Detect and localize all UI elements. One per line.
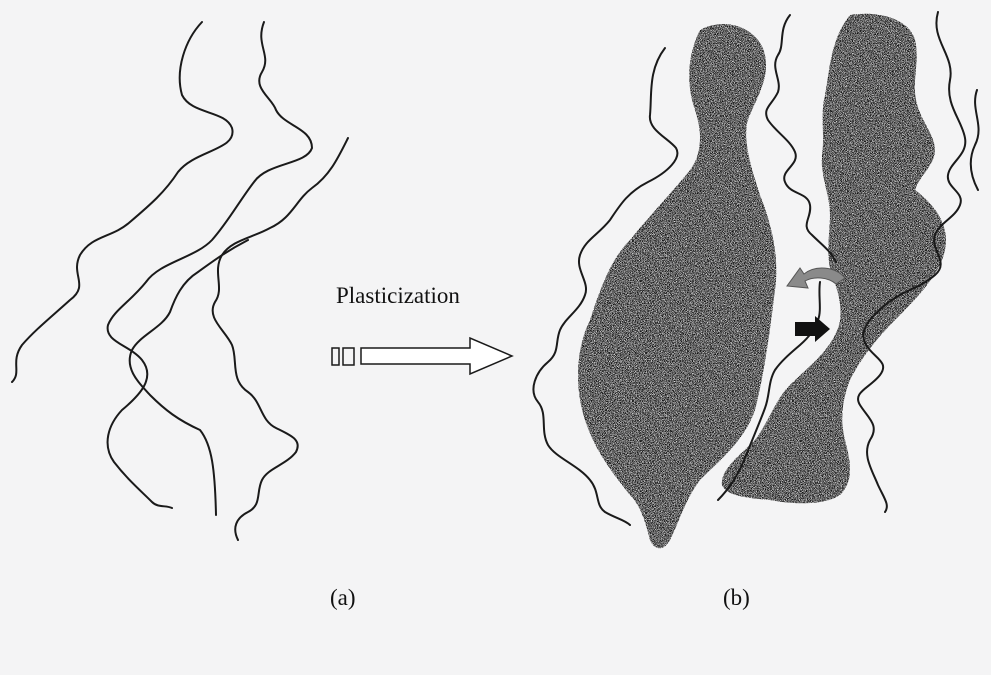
plasticization-label: Plasticization xyxy=(336,283,460,309)
panel-b-label: (b) xyxy=(723,585,750,611)
solid-arrow-icon xyxy=(795,316,830,342)
chain-line-a1 xyxy=(12,22,233,382)
chain-line-b5 xyxy=(971,90,979,190)
chain-line-a3 xyxy=(213,138,348,540)
panel-a-label: (a) xyxy=(330,585,356,611)
process-arrow-icon xyxy=(332,338,512,374)
panel-b-domains xyxy=(578,14,946,549)
chain-line-a2 xyxy=(108,22,312,508)
panel-a-chains xyxy=(12,22,348,540)
